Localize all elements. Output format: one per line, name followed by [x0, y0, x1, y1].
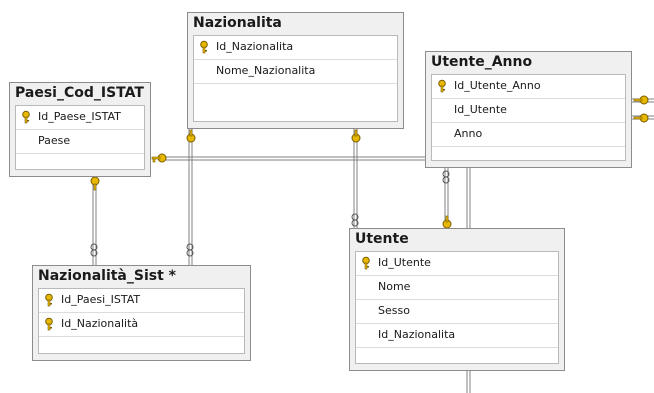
column-row[interactable]: Id_Paese_ISTAT — [16, 106, 144, 130]
column-name: Id_Nazionalità — [61, 317, 139, 330]
column-name: Sesso — [378, 304, 410, 317]
column-name: Id_Utente — [378, 256, 431, 269]
key-endpoint-icon — [442, 215, 452, 229]
infinity-icon — [351, 213, 359, 227]
column-row[interactable]: Nome — [356, 276, 558, 300]
column-list: Id_Nazionalita Nome_Nazionalita — [193, 35, 398, 122]
column-name: Id_Nazionalita — [378, 328, 456, 341]
table-title: Paesi_Cod_ISTAT — [15, 85, 144, 101]
primary-key-icon — [45, 293, 53, 307]
table-paesi-cod-istat[interactable]: Paesi_Cod_ISTAT Id_Paese_ISTAT Paese — [9, 82, 151, 177]
key-endpoint-icon — [151, 153, 167, 163]
table-title: Nazionalita — [193, 15, 282, 31]
table-utente[interactable]: Utente Id_Utente Nome Sesso Id_Nazionali… — [349, 228, 565, 371]
column-list: Id_Paesi_ISTAT Id_Nazionalità — [38, 288, 245, 354]
column-name: Nome_Nazionalita — [216, 64, 316, 77]
infinity-icon — [442, 170, 450, 184]
column-row[interactable]: Id_Paesi_ISTAT — [39, 289, 244, 313]
table-nazionalita[interactable]: Nazionalita Id_Nazionalita Nome_Nazional… — [187, 12, 404, 129]
table-nazionalita-sist[interactable]: Nazionalità_Sist * Id_Paesi_ISTAT Id_Naz… — [32, 265, 251, 361]
column-name: Id_Nazionalita — [216, 40, 294, 53]
key-endpoint-icon — [186, 129, 196, 143]
column-name: Id_Paesi_ISTAT — [61, 293, 141, 306]
column-name: Id_Utente_Anno — [454, 79, 541, 92]
column-list: Id_Utente Nome Sesso Id_Nazionalita — [355, 251, 559, 364]
primary-key-icon — [22, 110, 30, 124]
primary-key-icon — [45, 317, 53, 331]
key-endpoint-icon — [633, 113, 649, 123]
column-name: Id_Paese_ISTAT — [38, 110, 121, 123]
table-utente-anno[interactable]: Utente_Anno Id_Utente_Anno Id_Utente Ann… — [425, 51, 632, 168]
infinity-icon — [186, 243, 194, 257]
column-name: Id_Utente — [454, 103, 507, 116]
column-row[interactable]: Id_Utente_Anno — [432, 75, 625, 99]
relationship-key-endpoints — [90, 95, 649, 229]
key-endpoint-icon — [633, 95, 649, 105]
infinity-icon — [90, 243, 98, 257]
table-title: Nazionalità_Sist * — [38, 268, 176, 284]
table-title: Utente — [355, 231, 409, 247]
key-endpoint-icon — [351, 129, 361, 143]
column-row[interactable]: Anno — [432, 123, 625, 147]
primary-key-icon — [200, 40, 208, 54]
column-row[interactable]: Id_Utente — [432, 99, 625, 123]
column-row[interactable]: Id_Nazionalita — [194, 36, 397, 60]
column-row[interactable]: Paese — [16, 130, 144, 154]
key-endpoint-icon — [90, 176, 100, 191]
primary-key-icon — [362, 256, 370, 270]
relationship-many-endpoints — [90, 170, 450, 257]
column-name: Anno — [454, 127, 483, 140]
column-row[interactable]: Id_Nazionalità — [39, 313, 244, 337]
column-row[interactable]: Id_Utente — [356, 252, 558, 276]
table-title: Utente_Anno — [431, 54, 533, 70]
column-row[interactable]: Nome_Nazionalita — [194, 60, 397, 84]
column-name: Nome — [378, 280, 411, 293]
primary-key-icon — [438, 79, 446, 93]
column-list: Id_Paese_ISTAT Paese — [15, 105, 145, 170]
column-row[interactable]: Sesso — [356, 300, 558, 324]
column-name: Paese — [38, 134, 71, 147]
column-list: Id_Utente_Anno Id_Utente Anno — [431, 74, 626, 161]
column-row[interactable]: Id_Nazionalita — [356, 324, 558, 348]
